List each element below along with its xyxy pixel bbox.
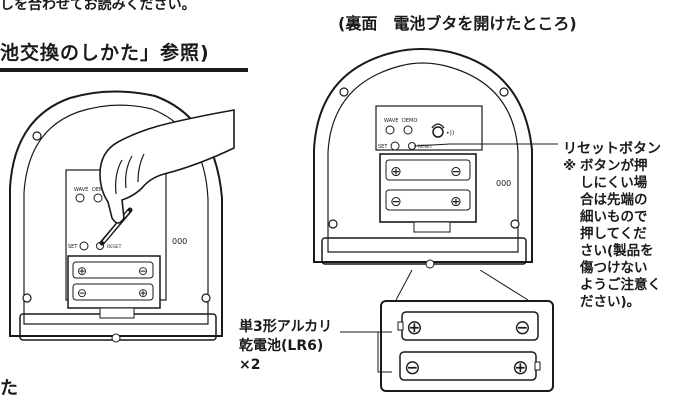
minus-icon: ⊖ <box>450 164 462 180</box>
screw-icon <box>510 219 520 229</box>
plus-icon: ⊕ <box>512 355 529 379</box>
plus-icon: ⊕ <box>390 164 402 180</box>
screw-icon <box>328 219 338 229</box>
note-line: 傷つけない <box>580 260 648 276</box>
demo-button-icon <box>93 193 103 203</box>
minus-icon: ⊖ <box>514 315 531 339</box>
screw-icon <box>339 87 349 97</box>
back-view-caption: (裏面 電池ブタを開けたところ) <box>338 14 577 33</box>
speaker-label: 000 <box>496 179 511 188</box>
wave-label: WAVE <box>74 187 88 193</box>
hanger-hole-icon <box>425 259 435 269</box>
battery-count-label: ×2 <box>239 357 261 373</box>
note-line: ださい)。 <box>580 294 641 310</box>
battery-cell-2 <box>72 283 154 301</box>
back-illustration: WAVE DEMO •)) SET RESET 000 ⊕ ⊖ ⊖ ⊕ <box>313 48 558 269</box>
screw-icon <box>201 293 211 303</box>
note-line: さい(製品を <box>580 243 654 259</box>
top-text-fragment: しを合わせてお読みください。 <box>0 0 196 13</box>
plus-icon: ⊕ <box>77 264 87 278</box>
control-panel <box>375 105 483 151</box>
set-label: SET <box>378 144 388 150</box>
reset-label: RESET <box>418 144 433 150</box>
note-line: 押してくだ <box>580 226 647 242</box>
reset-leader-line <box>413 143 558 147</box>
battery-cell-1 <box>72 261 154 279</box>
screw-icon <box>22 293 32 303</box>
battery-cell-1 <box>385 159 471 181</box>
plus-icon: ⊕ <box>450 194 462 210</box>
minus-icon: ⊖ <box>404 355 421 379</box>
plus-icon: ⊕ <box>406 315 423 339</box>
clock-body-inner <box>327 62 519 253</box>
battery-lid-tab <box>99 307 135 319</box>
demo-label: DEMO <box>402 118 417 124</box>
set-button-icon <box>79 241 89 251</box>
section-heading: 池交換のしかた」参照) <box>0 42 210 64</box>
wave-label: WAVE <box>384 118 398 124</box>
battery-type-label: 単3形アルカリ <box>239 319 333 335</box>
minus-icon: ⊖ <box>390 194 402 210</box>
wave-button-icon <box>385 125 395 135</box>
note-mark: ※ <box>563 158 577 174</box>
note-line: 合は先端の <box>580 192 648 208</box>
hanger-hole-icon <box>111 333 121 343</box>
heading-underline <box>0 68 248 72</box>
battery-detail-inset: ⊕ ⊖ ⊖ ⊕ <box>380 300 554 392</box>
front-illustration: WAVE DEMO SET RESET 000 ⊕ ⊖ ⊖ ⊕ <box>9 90 235 343</box>
clock-body-outline <box>313 48 533 263</box>
demo-label: DEMO <box>92 187 107 193</box>
plus-icon: ⊕ <box>138 286 148 300</box>
zoom-lines <box>395 270 529 301</box>
demo-button-icon <box>403 125 413 135</box>
battery-cell-2 <box>385 189 471 211</box>
base-outline <box>321 237 527 265</box>
reset-label: RESET <box>107 244 122 250</box>
bottom-text-fragment: た <box>0 378 18 399</box>
hand-illustration <box>99 109 235 224</box>
signal-label: •)) <box>446 130 454 137</box>
note-line: 細いもので <box>580 209 648 225</box>
minus-icon: ⊖ <box>138 264 148 278</box>
note-line: ボタンが押 <box>580 158 648 174</box>
sensor-icon <box>432 126 444 138</box>
minus-icon: ⊖ <box>77 286 87 300</box>
screw-icon <box>499 87 509 97</box>
battery-lid-tab <box>413 221 451 233</box>
set-label: SET <box>68 244 78 250</box>
wave-button-icon <box>75 193 85 203</box>
battery-leader-bracket <box>340 331 392 373</box>
speaker-label: 000 <box>172 237 187 246</box>
note-line: ようご注意く <box>580 277 661 293</box>
screw-icon <box>32 131 42 141</box>
battery-model-label: 乾電池(LR6) <box>239 338 324 354</box>
reset-button-callout: リセットボタン <box>563 141 661 157</box>
set-button-icon <box>390 141 400 151</box>
note-line: しにくい場 <box>580 175 648 191</box>
